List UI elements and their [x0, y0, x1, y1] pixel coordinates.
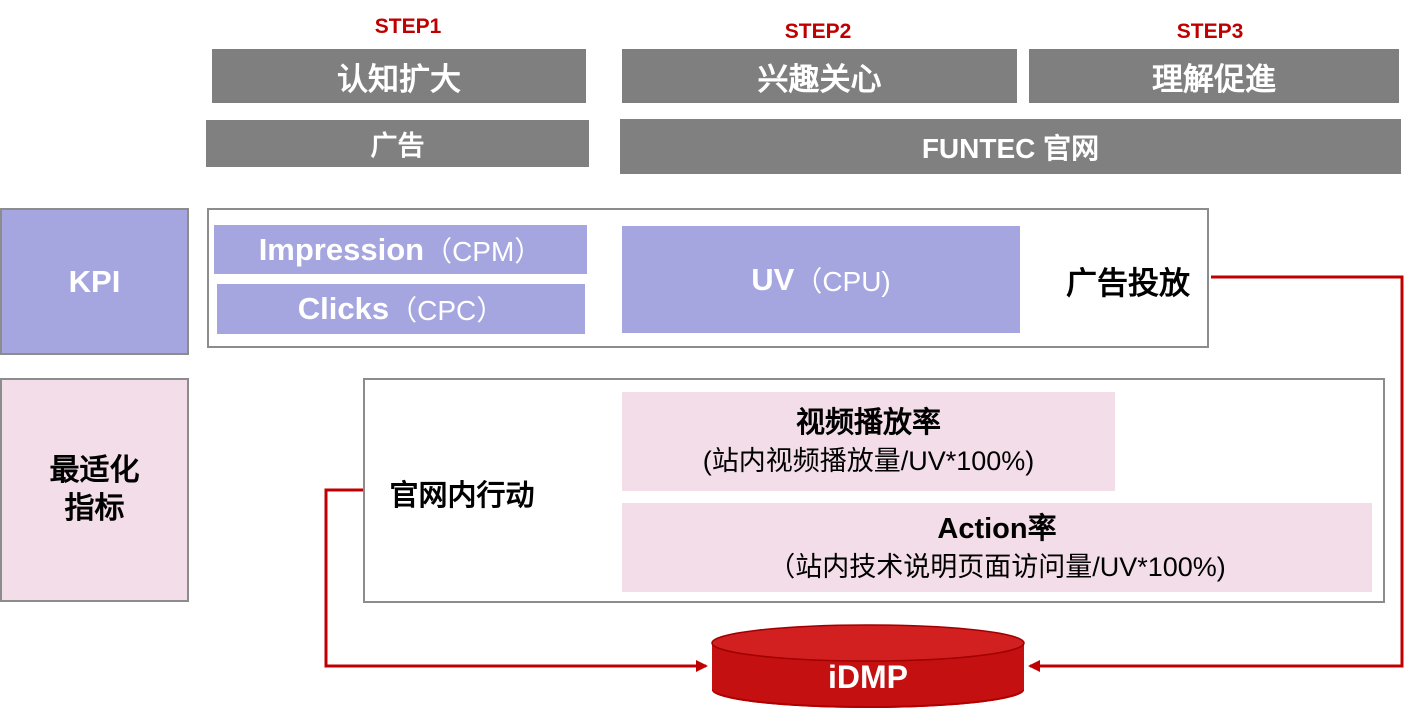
optimization-label-line1: 最适化: [49, 454, 140, 487]
clicks-unit: （CPC）: [389, 295, 505, 326]
action-rate-title: Action率: [937, 512, 1057, 545]
clicks-box: Clicks （CPC）: [217, 284, 585, 334]
site-action-label: 官网内行动: [389, 480, 535, 512]
ad-to-idmp-connector: [1028, 275, 1404, 672]
idmp-database-icon: [711, 624, 1025, 708]
phase-understanding-box: 理解促進: [1029, 49, 1399, 103]
kpi-label-box: KPI: [0, 208, 189, 355]
clicks-label: Clicks: [297, 291, 390, 326]
channel-site-box: FUNTEC 官网: [620, 119, 1401, 174]
step3-label: STEP3: [1176, 20, 1244, 43]
video-rate-box: 视频播放率 (站内视频播放量/UV*100%): [622, 392, 1115, 491]
action-rate-formula: （站内技术说明页面访问量/UV*100%): [768, 551, 1226, 582]
impression-label: Impression: [258, 231, 425, 267]
optimization-label-box: 最适化 指标: [0, 378, 189, 602]
optimization-label-line2: 指标: [64, 492, 125, 525]
uv-box: UV （CPU): [622, 226, 1020, 333]
uv-label: UV: [751, 261, 795, 297]
ad-delivery-label: 广告投放: [1066, 265, 1190, 301]
idmp-label: iDMP: [828, 658, 908, 695]
channel-ad-box: 广告: [206, 120, 589, 167]
uv-unit: （CPU): [794, 265, 891, 297]
step1-label: STEP1: [374, 15, 442, 38]
site-to-idmp-connector: [324, 488, 708, 672]
step2-label: STEP2: [784, 20, 852, 43]
phase-awareness-box: 认知扩大: [212, 49, 586, 103]
phase-interest-box: 兴趣关心: [622, 49, 1017, 103]
impression-box: Impression （CPM）: [214, 225, 587, 274]
impression-unit: （CPM）: [424, 235, 543, 267]
action-rate-box: Action率 （站内技术说明页面访问量/UV*100%): [622, 503, 1372, 592]
video-rate-title: 视频播放率: [795, 406, 941, 439]
video-rate-formula: (站内视频播放量/UV*100%): [702, 445, 1035, 476]
